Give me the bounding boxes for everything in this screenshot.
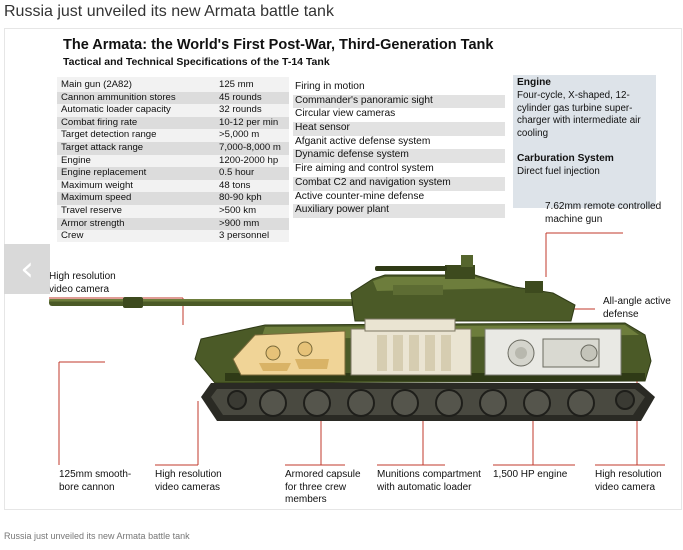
spec-label: Armor strength: [61, 217, 125, 229]
spec-label: Cannon ammunition stores: [61, 91, 176, 103]
callout-camera-right: High resolution video camera: [595, 469, 662, 493]
spec-label: Target detection range: [61, 129, 157, 141]
spec-row: Combat firing rate 10-12 per min: [57, 116, 289, 130]
leader-lines: [49, 232, 665, 466]
spec-value: >5,000 m: [219, 129, 260, 141]
spec-label: Target attack range: [61, 142, 144, 153]
previous-slide-button[interactable]: ‹: [4, 244, 50, 294]
spec-value: 48 tons: [219, 179, 251, 191]
engine-heading: Engine: [517, 77, 551, 88]
callout-munitions: Munitions compartment with automatic loa…: [377, 469, 481, 493]
feature-item: Auxiliary power plant: [293, 204, 505, 218]
turret: [350, 255, 576, 322]
callout-cannon: 125mm smooth-bore cannon: [59, 469, 132, 493]
spec-label: Main gun (2A82): [61, 79, 132, 90]
cannon-barrel: [49, 297, 355, 308]
spec-row: Maximum speed 80-90 kph: [57, 192, 289, 205]
infographic-headline: The Armata: the World's First Post-War, …: [63, 37, 494, 53]
page-title: Russia just unveiled its new Armata batt…: [4, 3, 334, 20]
chevron-left-icon: ‹: [20, 249, 34, 289]
infographic-card: The Armata: the World's First Post-War, …: [4, 28, 682, 510]
spec-label: Engine: [61, 154, 91, 166]
callout-machine-gun: 7.62mm remote controlled machine gun: [545, 201, 662, 225]
spec-row: Engine replacement 0.5 hour: [57, 167, 289, 180]
spec-value: 3 personnel: [219, 230, 270, 242]
spec-value: >900 mm: [219, 217, 260, 229]
feature-item: Commander's panoramic sight: [293, 94, 505, 109]
specs-table: Main gun (2A82) 125 mm Cannon ammunition …: [57, 77, 289, 242]
spec-value: 80-90 kph: [219, 192, 262, 204]
crew-capsule: [232, 330, 346, 376]
feature-item: Firing in motion: [295, 81, 365, 92]
spec-row: Armor strength >900 mm: [57, 217, 289, 231]
image-caption: Russia just unveiled its new Armata batt…: [4, 531, 190, 541]
features-list: Firing in motion Commander's panoramic s…: [293, 81, 505, 218]
callout-engine-hp: 1,500 HP engine: [493, 469, 568, 480]
spec-label: Crew: [61, 230, 84, 242]
spec-value: 0.5 hour: [219, 167, 255, 179]
feature-item: Afganit active defense system: [295, 135, 431, 147]
feature-item: Fire aiming and control system: [295, 163, 434, 175]
spec-label: Combat firing rate: [61, 116, 138, 128]
spec-label: Automatic loader capacity: [61, 104, 171, 116]
carburation-heading: Carburation System: [517, 153, 614, 164]
feature-item: Combat C2 and navigation system: [293, 176, 505, 191]
engine-text: Four-cycle, X-shaped, 12-cylinder gas tu…: [517, 90, 641, 139]
engine-compartment: [484, 328, 622, 376]
spec-label: Maximum speed: [61, 192, 132, 204]
spec-label: Travel reserve: [61, 205, 122, 216]
spec-row: Cannon ammunition stores 45 rounds: [57, 91, 289, 105]
feature-item: Heat sensor: [293, 122, 505, 136]
tank-diagram: [49, 232, 665, 466]
feature-item: Dynamic defense system: [293, 149, 505, 164]
spec-value: 125 mm: [219, 79, 254, 90]
munitions-compartment: [350, 318, 472, 376]
feature-item: Active counter-mine defense: [295, 190, 425, 202]
spec-label: Maximum weight: [61, 179, 133, 191]
spec-label: Engine replacement: [61, 167, 147, 179]
spec-row: Target attack range 7,000-8,000 m: [57, 142, 289, 155]
spec-value: >500 km: [219, 205, 257, 216]
spec-value: 32 rounds: [219, 104, 262, 116]
callout-active-defense: All-angle active defense: [603, 296, 671, 320]
feature-item: Circular view cameras: [295, 108, 396, 120]
carburation-text: Direct fuel injection: [517, 166, 600, 177]
spec-value: 7,000-8,000 m: [219, 142, 281, 153]
callout-camera-left: High resolution video camera: [49, 271, 116, 295]
callout-capsule: Armored capsule for three crew members: [285, 469, 361, 505]
infographic-subheadline: Tactical and Technical Specifications of…: [63, 56, 330, 68]
spec-value: 45 rounds: [219, 91, 262, 103]
spec-value: 10-12 per min: [219, 116, 279, 128]
spec-value: 1200-2000 hp: [219, 154, 279, 166]
engine-info-box: Engine Four-cycle, X-shaped, 12-cylinder…: [513, 75, 656, 208]
callout-cameras-bottom: High resolution video cameras: [155, 469, 222, 493]
road-wheels: [227, 389, 635, 417]
